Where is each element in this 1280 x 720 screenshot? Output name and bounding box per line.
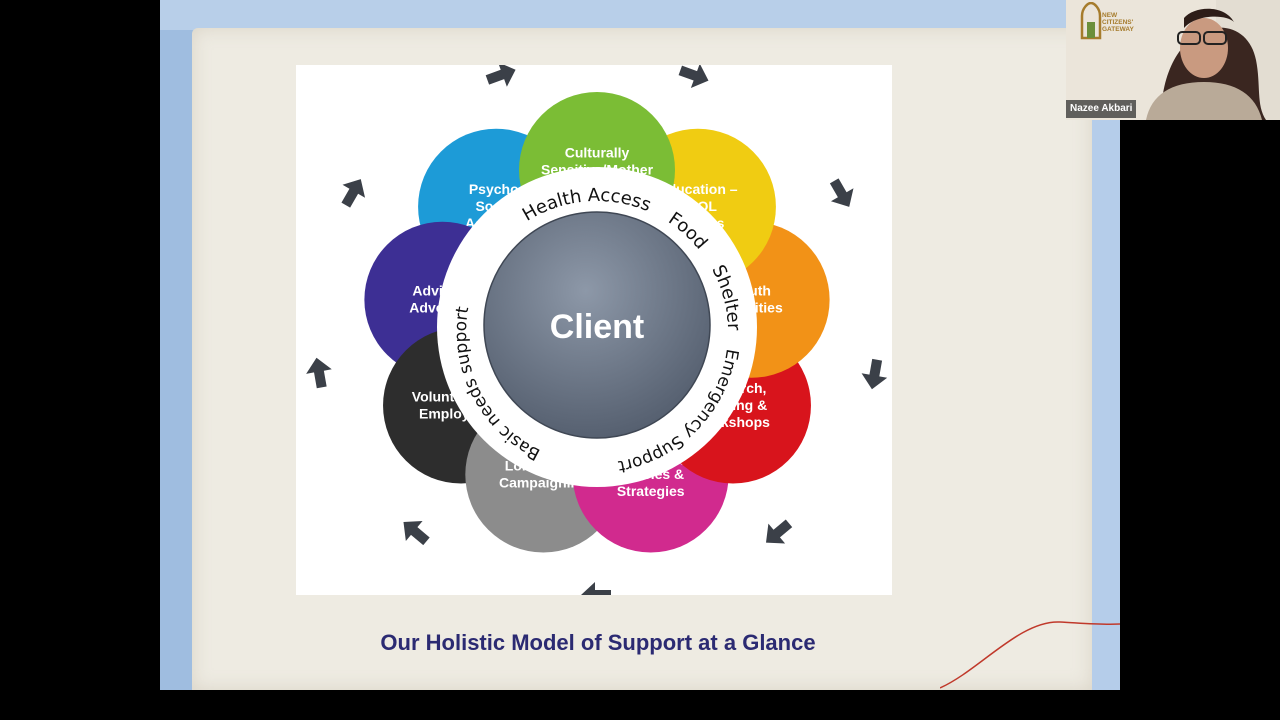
new-citizens-gateway-logo-icon: [1080, 2, 1102, 40]
cycle-arrow-icon: [403, 521, 430, 546]
holistic-model-diagram: Psycho-SocialActivitiesAdvice &AdvocacyV…: [296, 65, 892, 595]
cycle-arrow-icon: [861, 358, 888, 390]
cycle-arrow-icon: [829, 178, 854, 207]
logo-line-1: NEW: [1102, 12, 1118, 19]
cycle-arrow-icon: [341, 179, 366, 208]
logo-text: NEW CITIZENS' GATEWAY: [1102, 12, 1134, 33]
logo-line-3: GATEWAY: [1102, 26, 1134, 33]
cycle-arrow-icon: [306, 357, 332, 389]
slide-caption: Our Holistic Model of Support at a Glanc…: [380, 630, 816, 655]
cycle-arrow-icon: [485, 65, 516, 87]
participant-video-tile[interactable]: [1066, 0, 1280, 120]
logo-line-2: CITIZENS': [1102, 19, 1134, 26]
cycle-arrow-icon: [766, 519, 793, 544]
arrows-layer: [306, 65, 888, 595]
participant-name-tag: Nazee Akbari: [1066, 100, 1137, 118]
cycle-arrow-icon: [678, 65, 709, 89]
cycle-arrow-icon: [581, 582, 611, 595]
petal-label-line: Culturally: [565, 145, 630, 161]
diagram-canvas: Psycho-SocialActivitiesAdvice &AdvocacyV…: [306, 65, 888, 595]
client-circle: [483, 211, 711, 439]
decorative-red-line: [940, 621, 1120, 689]
client-label: Client: [550, 308, 644, 346]
petal-label-line: Strategies: [617, 483, 685, 499]
